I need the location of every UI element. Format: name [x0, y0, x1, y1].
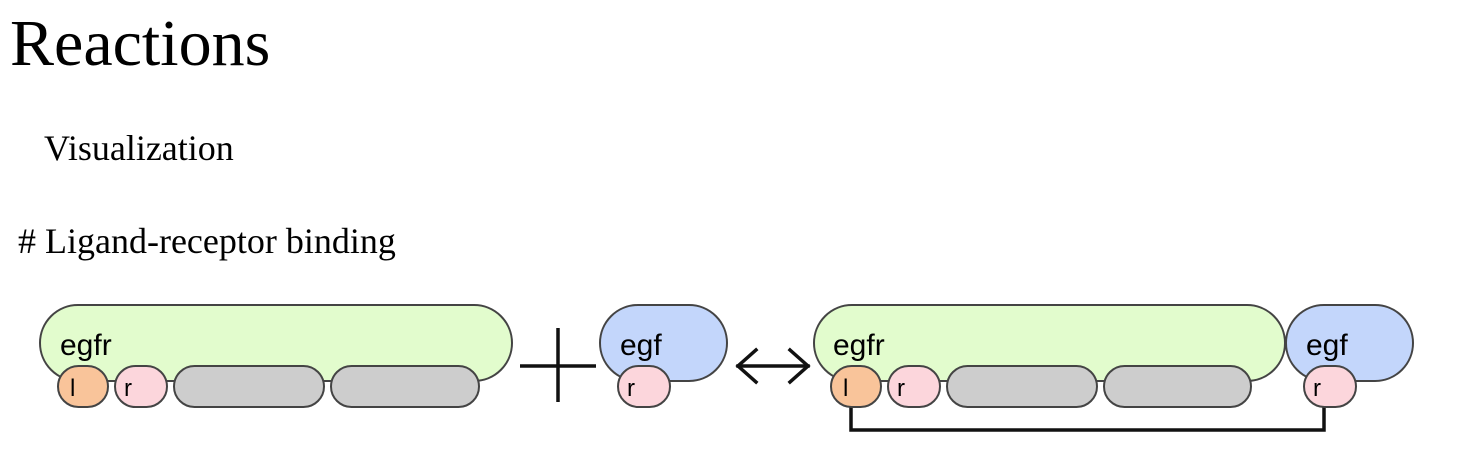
egfr-site-r-label: r [124, 375, 132, 402]
product-egfr-site-r [887, 365, 941, 408]
egfr-site-empty-1 [173, 365, 325, 408]
bond-line [849, 402, 1326, 432]
egf-label: egf [620, 329, 662, 362]
reaction-diagram: egfr l r egf r egfr l r egf [39, 304, 1414, 432]
egfr-site-l-label: l [70, 375, 75, 402]
plus-icon [520, 328, 596, 402]
product-egfr-site-l [830, 365, 882, 408]
product-complex: egfr l r egf r [813, 304, 1414, 432]
reactant-egf: egf r [599, 304, 728, 408]
product-egfr-site-r-label: r [897, 375, 905, 402]
page-title: Reactions [10, 7, 271, 80]
reversible-arrow-icon [735, 347, 811, 385]
egf-site-r-label: r [627, 375, 635, 402]
product-egfr-site-empty-1 [946, 365, 1098, 408]
reaction-comment: # Ligand-receptor binding [18, 221, 396, 261]
product-egfr-label: egfr [833, 329, 885, 362]
egfr-site-l [57, 365, 109, 408]
product-egfr-site-l-label: l [843, 375, 848, 402]
product-egf-label: egf [1306, 329, 1348, 362]
egfr-site-empty-2 [330, 365, 480, 408]
egfr-label: egfr [60, 329, 112, 362]
product-egfr-site-empty-2 [1103, 365, 1252, 408]
egf-site-r [617, 365, 671, 408]
egfr-site-r [114, 365, 168, 408]
reactant-egfr: egfr l r [39, 304, 513, 408]
section-subtitle: Visualization [44, 128, 234, 168]
product-egf-site-r-label: r [1313, 375, 1321, 402]
product-egf-site-r [1303, 365, 1357, 408]
